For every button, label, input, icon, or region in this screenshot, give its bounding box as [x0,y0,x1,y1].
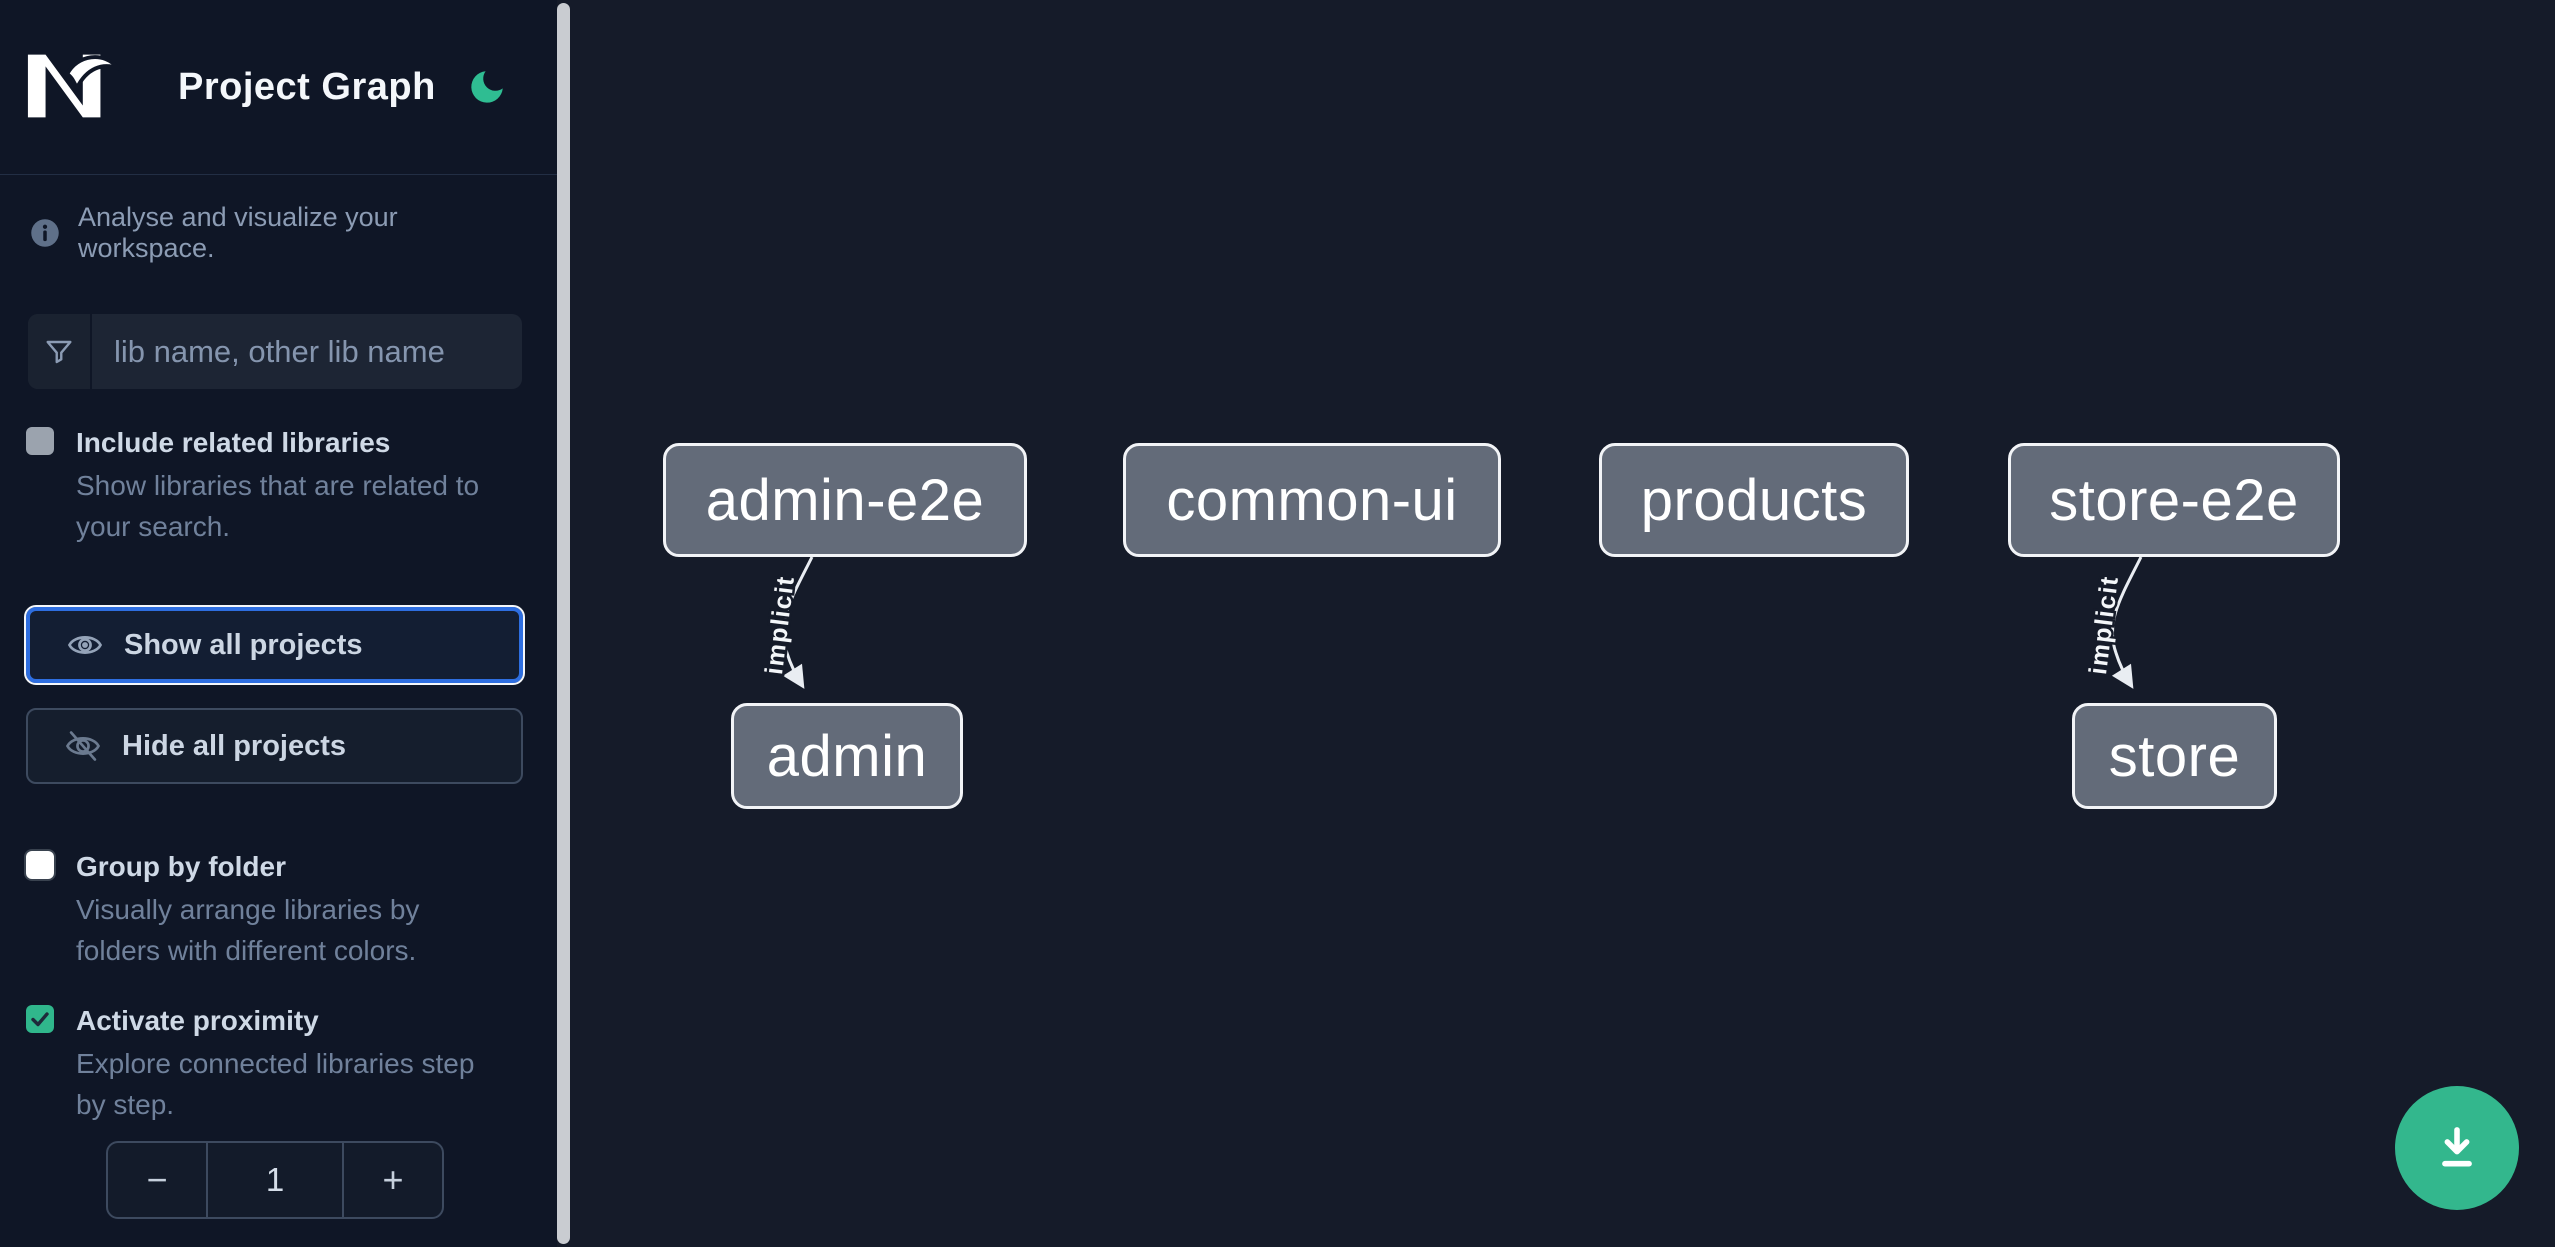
graph-node-admin-e2e[interactable]: admin-e2e [663,443,1027,557]
download-icon [2442,1127,2472,1167]
toggle-description: Visually arrange libraries by folders wi… [76,894,420,966]
hide-all-projects-button[interactable]: Hide all projects [26,708,523,784]
proximity-depth-value[interactable]: 1 [206,1143,344,1217]
dark-mode-moon-icon[interactable] [466,66,508,108]
toggle-include-related: Include related libraries Show libraries… [26,424,531,547]
hide-all-projects-label: Hide all projects [122,729,347,762]
eye-icon [67,636,103,654]
toggle-group-by-folder: Group by folder Visually arrange librari… [26,848,531,971]
include-related-checkbox[interactable] [26,427,54,455]
sidebar-header: Project Graph [0,0,557,175]
decrease-button[interactable]: − [146,1159,168,1200]
toggle-label: Group by folder [76,851,286,882]
search-input[interactable] [92,314,522,389]
group-by-folder-checkbox[interactable] [26,851,54,879]
increase-button[interactable]: + [382,1159,404,1200]
show-all-projects-label: Show all projects [124,628,363,661]
info-text: Analyse and visualize your workspace. [78,202,398,263]
info-icon [31,219,59,247]
toggle-activate-proximity: Activate proximity Explore connected lib… [26,1002,531,1125]
graph-node-store[interactable]: store [2072,703,2277,809]
checkmark-icon [31,1012,49,1027]
graph-node-products[interactable]: products [1599,443,1909,557]
toggle-description: Explore connected libraries step by step… [76,1048,475,1120]
workspace-info: Analyse and visualize your workspace. [30,202,530,264]
nx-logo-icon [27,54,122,118]
graph-node-store-e2e[interactable]: store-e2e [2008,443,2340,557]
page-title: Project Graph [178,66,436,108]
sidebar-scrollbar[interactable] [557,3,570,1244]
download-graph-button[interactable] [2395,1086,2519,1210]
search-box [28,314,522,389]
toggle-label: Activate proximity [76,1005,319,1036]
sidebar: Project Graph Analyse and visualize your… [0,0,557,1247]
project-graph-canvas[interactable] [570,0,2555,1247]
activate-proximity-checkbox[interactable] [26,1005,54,1033]
toggle-description: Show libraries that are related to your … [76,470,480,542]
proximity-depth-stepper: − 1 + [106,1141,444,1219]
toggle-label: Include related libraries [76,427,391,458]
show-all-projects-button[interactable]: Show all projects [24,605,525,685]
graph-node-common-ui[interactable]: common-ui [1123,443,1501,557]
graph-node-admin[interactable]: admin [731,703,963,809]
eye-off-icon [65,731,101,761]
filter-funnel-icon [28,314,92,389]
